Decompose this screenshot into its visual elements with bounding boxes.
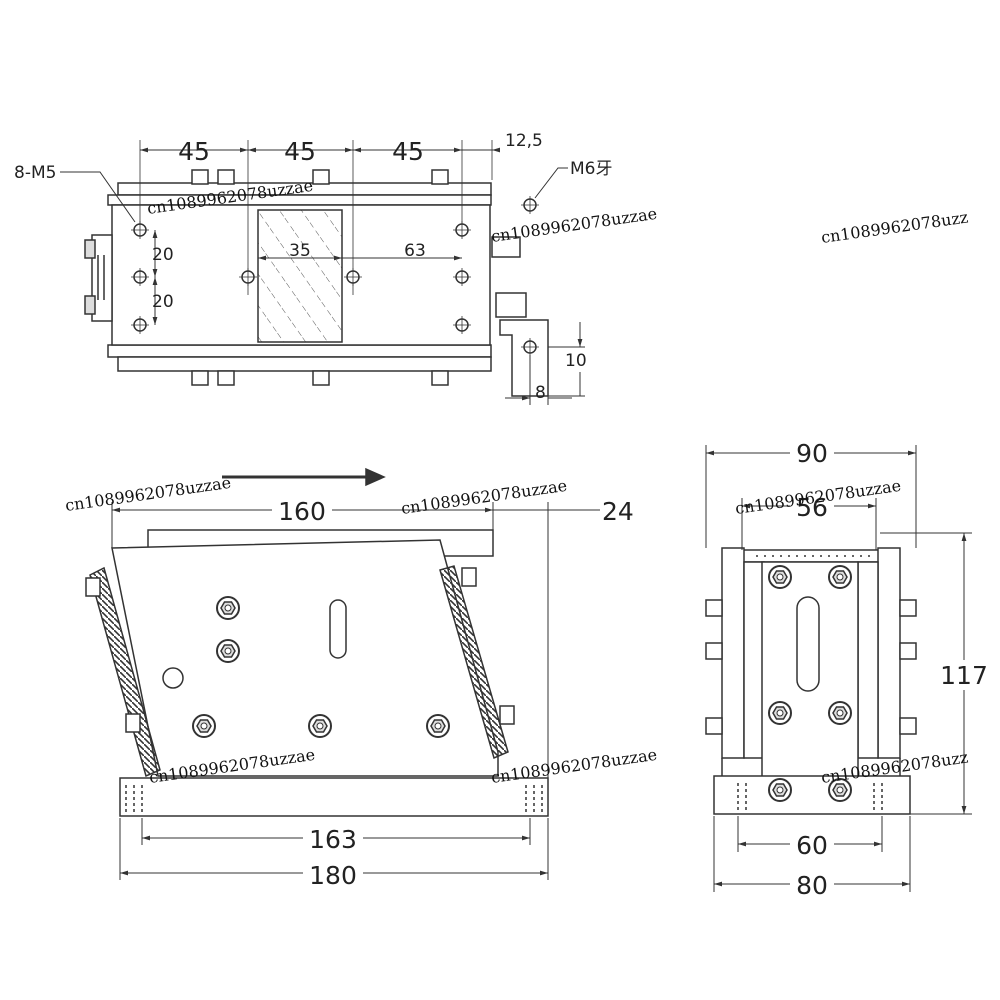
dim-plate-width: 56 bbox=[796, 493, 828, 522]
dim-slot-offset: 63 bbox=[404, 241, 426, 261]
dim-row-2: 20 bbox=[152, 292, 174, 312]
top-view-labels: 45 45 45 12,5 8-M5 M6牙 20 20 35 63 10 8 bbox=[14, 131, 612, 403]
bolt-icon bbox=[426, 714, 450, 738]
bracket-hole bbox=[520, 195, 540, 215]
dim-base-length: 180 bbox=[309, 861, 357, 890]
side-view-labels: 90 56 117 60 80 bbox=[790, 438, 988, 900]
dim-base-width: 80 bbox=[796, 871, 828, 900]
watermark-text: cn1089962078uzzae bbox=[490, 745, 658, 787]
top-view-dimensions bbox=[60, 147, 585, 405]
bolt-icon bbox=[192, 714, 216, 738]
dim-bracket-height: 10 bbox=[565, 351, 587, 371]
side-view bbox=[705, 547, 917, 815]
bolt-icon bbox=[216, 639, 240, 663]
dim-row-1: 20 bbox=[152, 245, 174, 265]
dim-edge-offset: 12,5 bbox=[505, 131, 543, 151]
dim-top-length: 160 bbox=[278, 497, 326, 526]
bolt-icon bbox=[768, 778, 792, 802]
bolt-icon bbox=[768, 565, 792, 589]
dim-bracket-width: 8 bbox=[535, 383, 546, 403]
front-view-labels: 160 24 163 180 bbox=[272, 496, 634, 890]
bolt-icon bbox=[216, 596, 240, 620]
dim-mount-pitch: 60 bbox=[796, 831, 828, 860]
dim-overhang: 24 bbox=[602, 497, 634, 526]
dim-pitch-1: 45 bbox=[178, 137, 210, 166]
watermark-text: cn1089962078uzzae bbox=[400, 476, 568, 518]
bolt-icon bbox=[828, 701, 852, 725]
mount-callout: M6牙 bbox=[570, 159, 612, 179]
dim-pitch-3: 45 bbox=[392, 137, 424, 166]
watermark-text: cn1089962078uzzae bbox=[64, 473, 232, 515]
watermark-text: cn1089962078uzz bbox=[820, 208, 969, 247]
top-view bbox=[84, 140, 549, 397]
dim-height: 117 bbox=[940, 661, 988, 690]
bolt-icon bbox=[768, 701, 792, 725]
dim-slot-width: 35 bbox=[289, 241, 311, 261]
dim-pitch-2: 45 bbox=[284, 137, 316, 166]
hole-callout: 8-M5 bbox=[14, 163, 56, 183]
watermark-text: cn1089962078uzzae bbox=[490, 204, 658, 246]
dim-overall-width: 90 bbox=[796, 439, 828, 468]
bolt-icon bbox=[828, 565, 852, 589]
bolt-icon bbox=[308, 714, 332, 738]
dim-base-hole-pitch: 163 bbox=[309, 825, 357, 854]
